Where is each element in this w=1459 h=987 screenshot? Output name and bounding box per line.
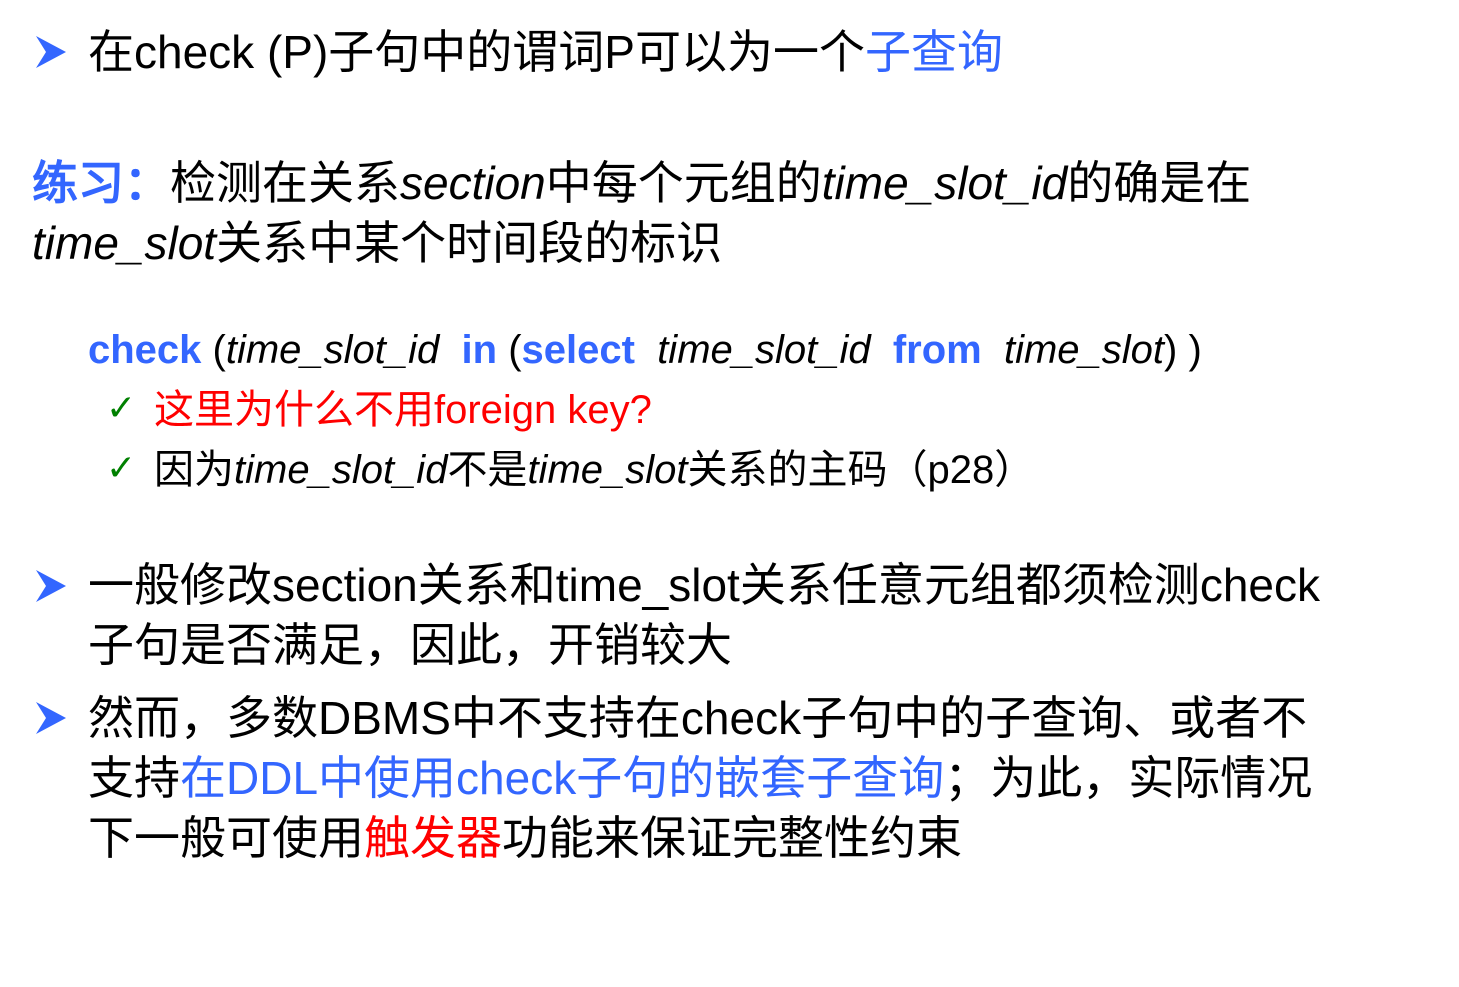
text-segment: 支持: [88, 752, 180, 804]
text-segment: 的确是在: [1067, 157, 1252, 209]
text-segment: select: [521, 328, 658, 372]
check-item1: 这里为什么不用foreign key?: [154, 382, 652, 438]
text-segment: 不是: [447, 448, 528, 492]
text-segment: 这里为什么不用foreign key?: [154, 388, 652, 432]
text-segment: in: [461, 328, 509, 372]
text-segment: 中每个元组的: [545, 157, 822, 209]
text-segment: time_slot_id: [225, 328, 462, 372]
text-segment: time_slot: [32, 217, 217, 269]
text-segment: ) ): [1164, 328, 1202, 372]
text-segment: time_slot: [1003, 328, 1165, 372]
bullet2-line1: 一般修改section关系和time_slot关系任意元组都须检测check: [88, 555, 1320, 615]
text-segment: 子查询: [864, 26, 1003, 78]
check-mark-icon: ✓: [106, 387, 137, 428]
text-segment: (: [212, 328, 226, 372]
text-segment: time_slot_id: [234, 448, 448, 492]
text-segment: 关系的主码（p28）: [687, 448, 1035, 492]
bullet1-line1: 在check (P)子句中的谓词P可以为一个子查询: [88, 22, 1003, 82]
text-segment: ；为此，实际情况: [944, 752, 1313, 804]
text-segment: 关系中某个时间段的标识: [216, 217, 723, 269]
text-segment: 一般修改section关系和time_slot关系任意元组都须检测check: [88, 559, 1320, 611]
bullet3-line3: 下一般可使用触发器功能来保证完整性约束: [88, 808, 962, 868]
text-segment: 然而，多数DBMS中不支持在check子句中的子查询、或者不: [88, 692, 1308, 744]
arrow-bullet-icon: [36, 36, 66, 68]
text-segment: 子句是否满足，因此，开销较大: [88, 619, 732, 671]
text-segment: 在check (P)子句中的谓词P可以为一个: [88, 26, 865, 78]
text-segment: 因为: [154, 448, 234, 492]
bullet3-line2: 支持在DDL中使用check子句的嵌套子查询；为此，实际情况: [88, 748, 1312, 808]
check-mark-icon: ✓: [106, 447, 137, 488]
text-segment: (: [508, 328, 522, 372]
arrow-bullet-icon: [36, 570, 66, 602]
text-segment: 练习：: [32, 157, 170, 209]
text-segment: 下一般可使用: [88, 812, 364, 864]
bullet3-line1: 然而，多数DBMS中不支持在check子句中的子查询、或者不: [88, 688, 1307, 748]
text-segment: check: [88, 328, 213, 372]
text-segment: 触发器: [364, 812, 502, 864]
text-segment: time_slot: [527, 448, 688, 492]
text-segment: time_slot_id: [657, 328, 893, 372]
bullet2-line2: 子句是否满足，因此，开销较大: [88, 615, 732, 675]
text-segment: section: [400, 157, 546, 209]
text-segment: 在DDL中使用check子句的嵌套子查询: [180, 752, 945, 804]
text-segment: from: [892, 328, 1004, 372]
exercise-line1: 练习：检测在关系section中每个元组的time_slot_id的确是在: [32, 153, 1251, 213]
text-segment: 检测在关系: [170, 157, 400, 209]
check-item2: 因为time_slot_id不是time_slot关系的主码（p28）: [154, 442, 1034, 498]
code-line: check (time_slot_id in (select time_slot…: [88, 322, 1202, 378]
text-segment: time_slot_id: [821, 157, 1068, 209]
exercise-line2: time_slot关系中某个时间段的标识: [32, 213, 722, 273]
text-segment: 功能来保证完整性约束: [502, 812, 962, 864]
arrow-bullet-icon: [36, 702, 66, 734]
